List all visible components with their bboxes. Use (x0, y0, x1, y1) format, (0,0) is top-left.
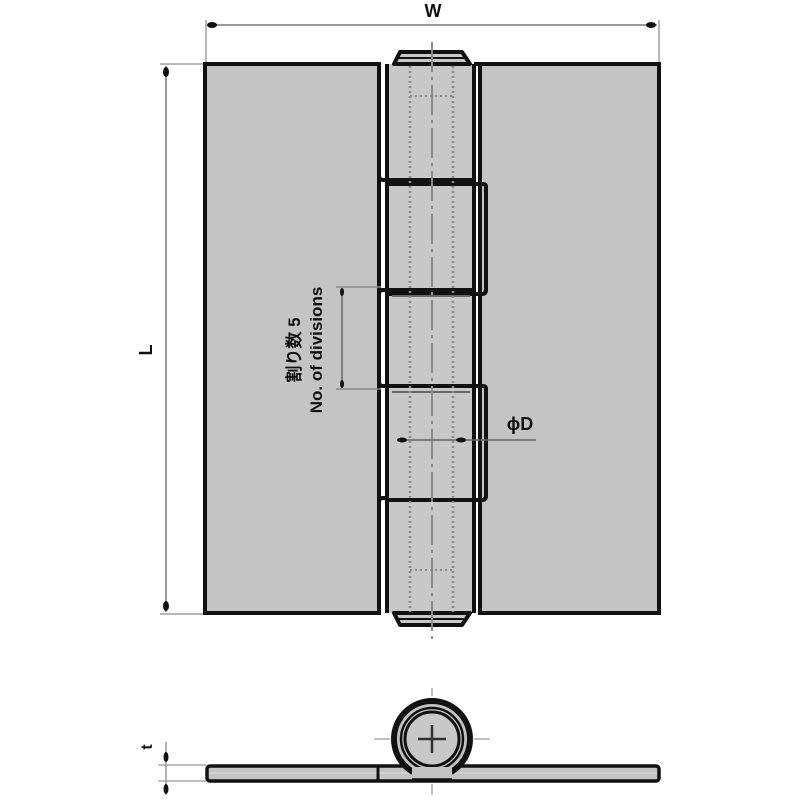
length-label: L (136, 345, 156, 356)
width-label: W (425, 1, 442, 21)
length-dimension: L (136, 63, 204, 615)
divisions-label-en: No. of divisions (307, 287, 326, 414)
divisions-dimension: 割り数 5 No. of divisions (284, 286, 381, 414)
left-leaf (203, 62, 381, 615)
end-section-view (205, 688, 661, 795)
thickness-label: t (139, 744, 156, 750)
right-leaf (478, 62, 661, 615)
pin-diameter-dimension: ϕD (397, 414, 536, 443)
knuckle-3 (377, 288, 474, 388)
width-dimension: W (205, 1, 660, 62)
knuckle-4 (387, 384, 488, 502)
front-view (203, 42, 661, 640)
knuckle-1 (377, 64, 476, 182)
divisions-label-jp: 割り数 5 (284, 317, 304, 382)
thickness-dimension: t (139, 742, 206, 795)
pin-diameter-label: ϕD (507, 414, 534, 434)
knuckle-2 (387, 182, 488, 296)
